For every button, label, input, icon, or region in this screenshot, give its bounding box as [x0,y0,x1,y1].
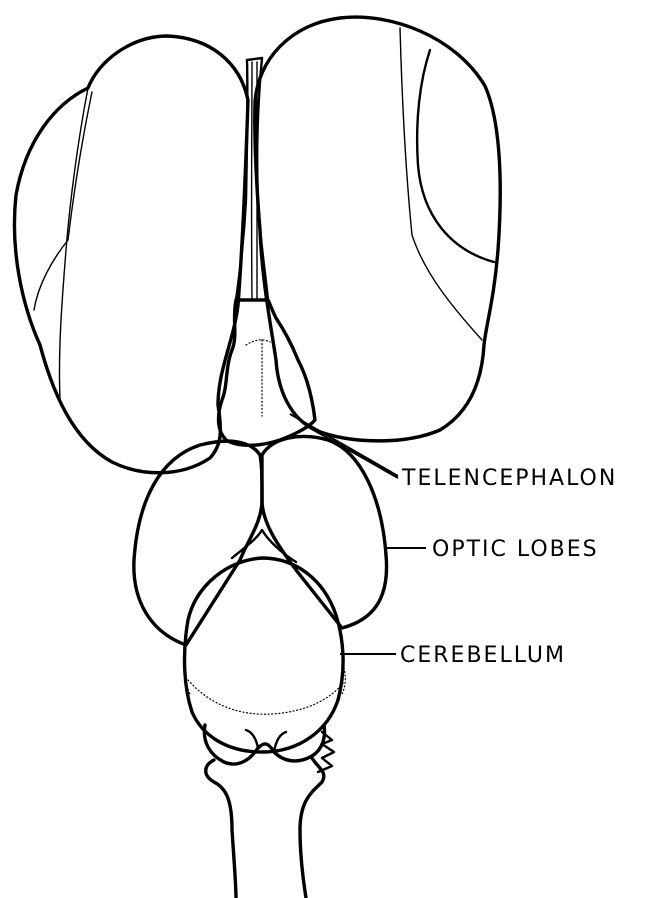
telencephalon-leader-line-2 [310,428,398,478]
optic-lobes [134,436,387,645]
right-telencephalon-hemisphere [255,17,500,441]
left-telencephalon-hemisphere [14,36,248,473]
telencephalon-leader-line [290,414,398,476]
label-cerebellum: CEREBELLUM [400,643,566,668]
midline-stalk [236,58,268,300]
diencephalon [219,300,315,445]
label-telencephalon: TELENCEPHALON [401,466,617,491]
cerebellum [185,558,346,752]
label-optic-lobes: OPTIC LOBES [432,537,599,562]
